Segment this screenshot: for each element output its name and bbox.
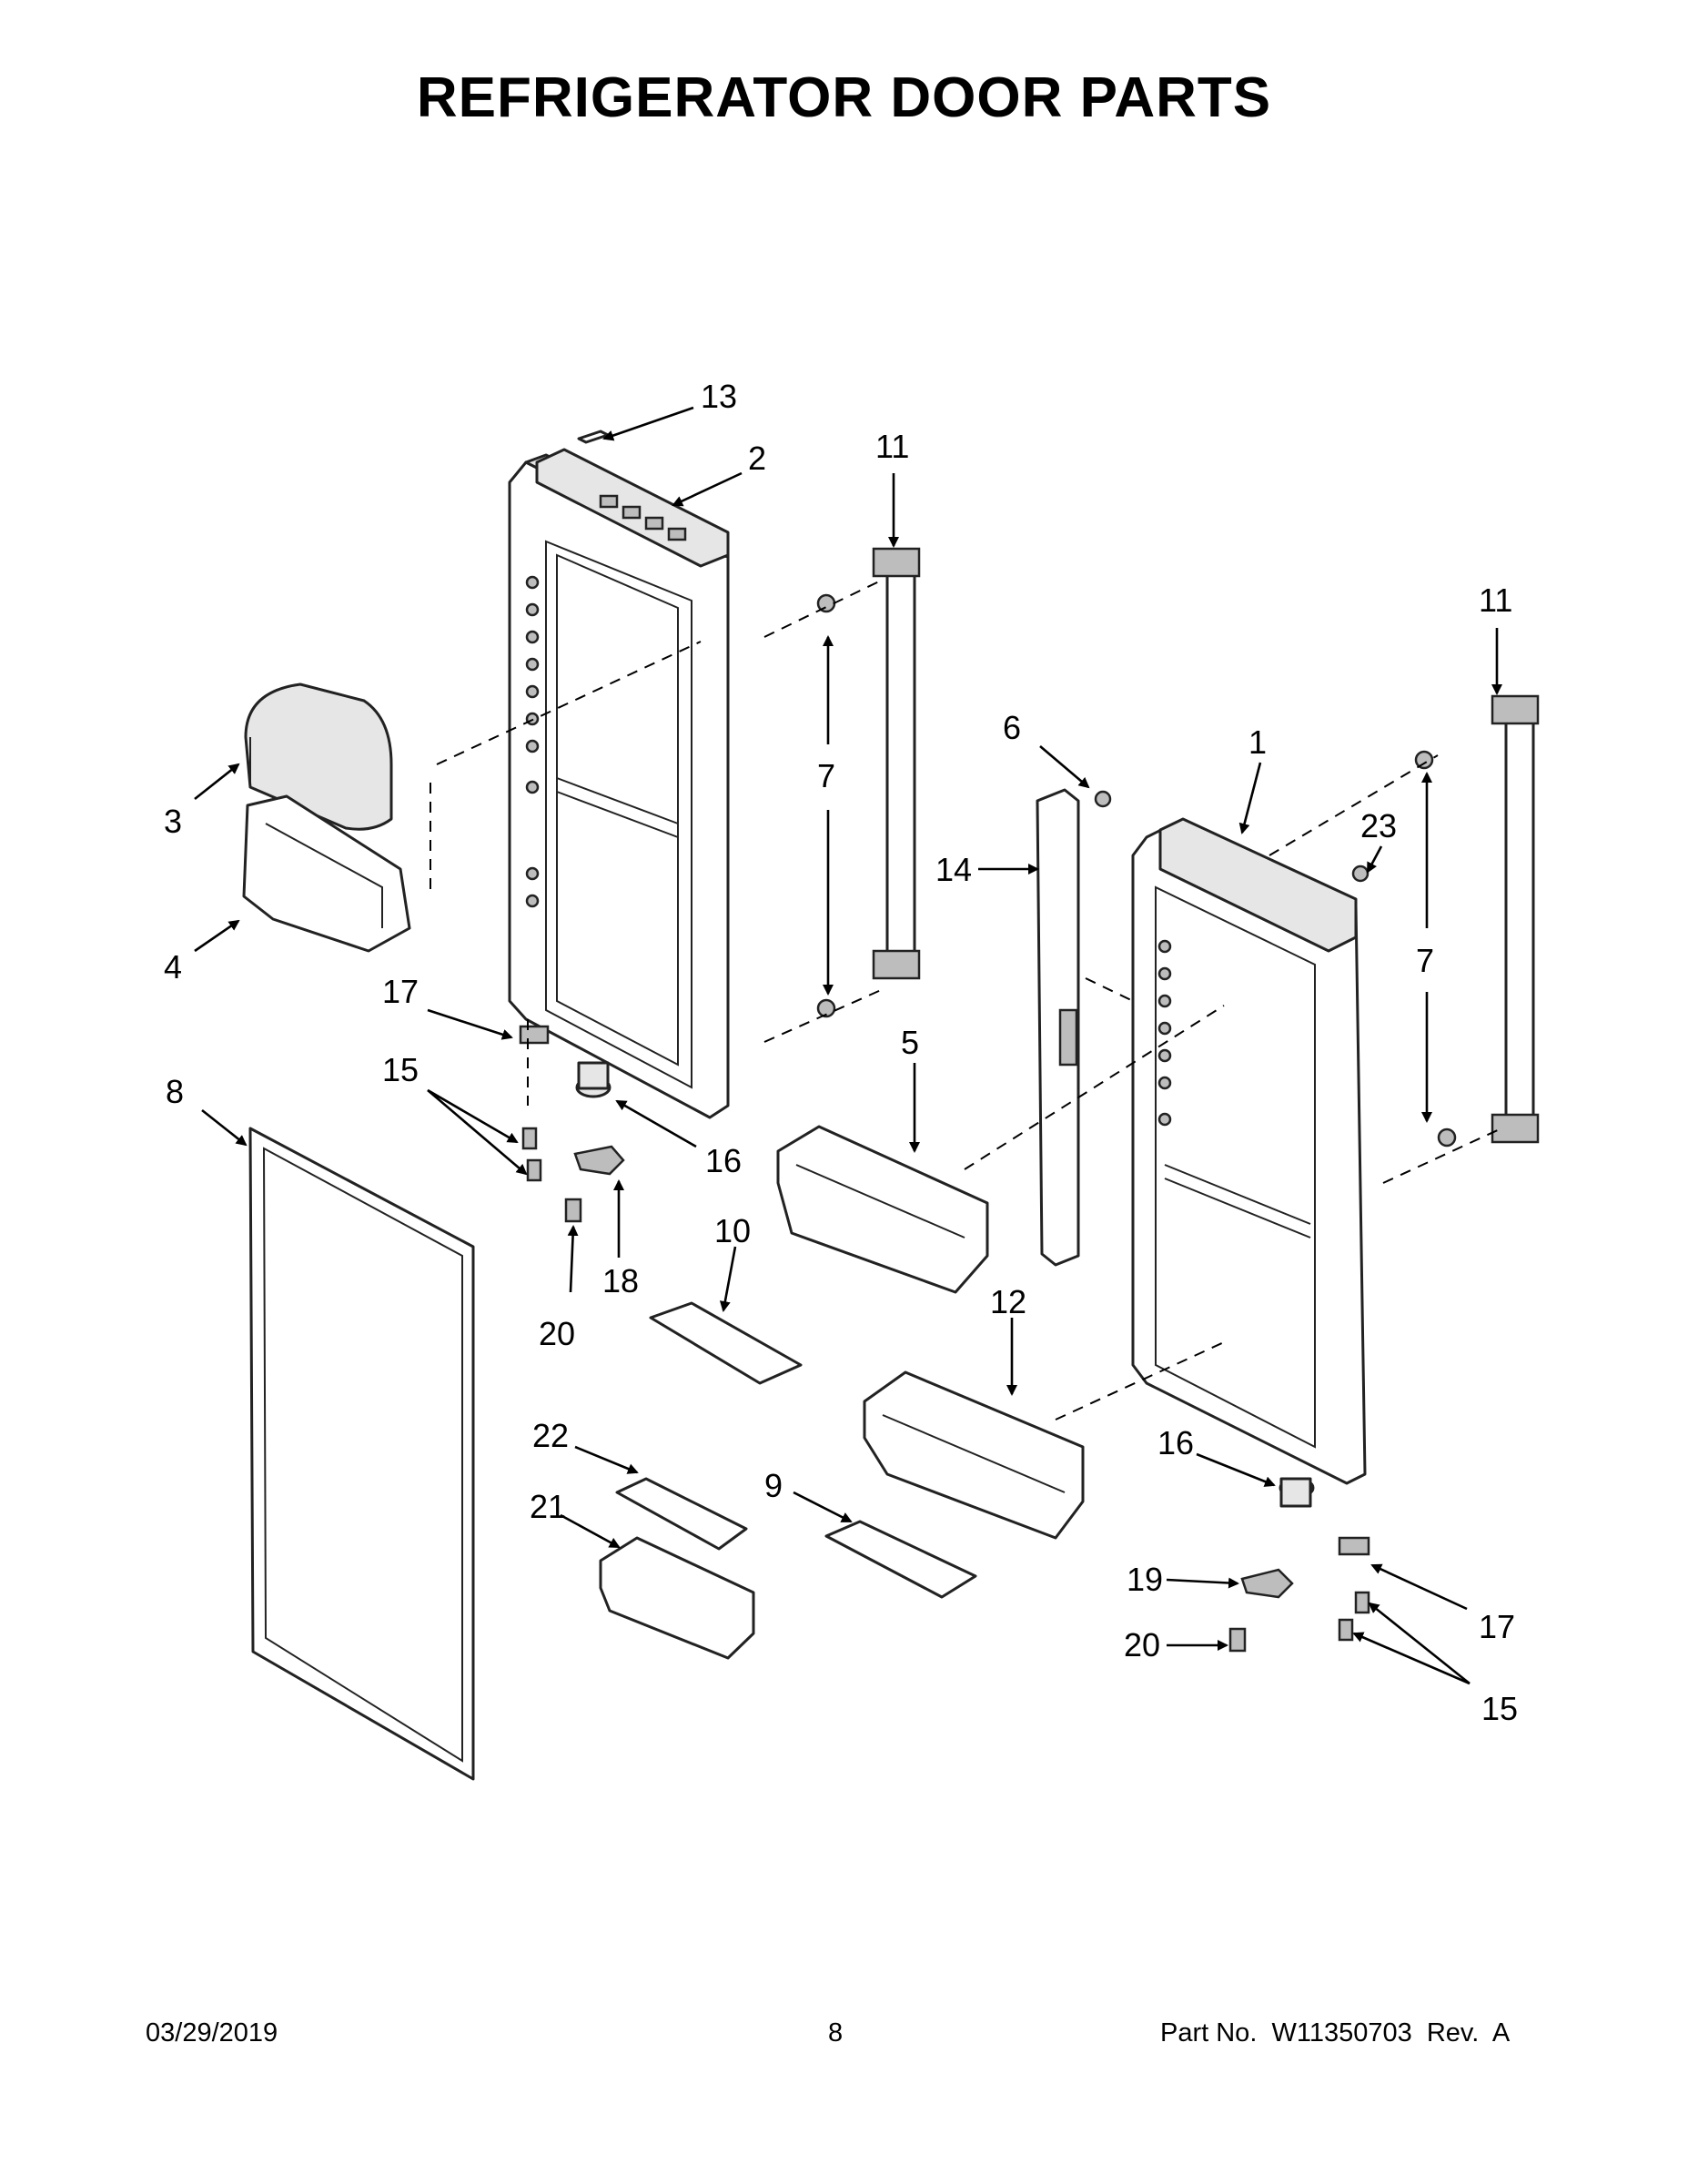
left-hinge-parts [519,1025,625,1223]
shelf-10 [649,1301,803,1385]
callout-16-left: 16 [705,1142,742,1179]
callout-11-left: 11 [875,428,909,465]
callout-16-right: 16 [1157,1424,1194,1461]
callout-5: 5 [901,1024,919,1061]
callout-9: 9 [764,1467,783,1504]
shelf-9 [824,1520,977,1599]
callout-6: 6 [1003,709,1021,746]
label-tag [577,430,610,444]
callout-10: 10 [714,1212,751,1249]
right-door-shelf-pegs [1157,939,1172,1127]
door-bin-5 [776,1125,989,1294]
right-hinge-parts [1228,1477,1370,1653]
ice-bin-cover [244,682,393,831]
left-door-top-cap [535,448,730,568]
callout-20-right: 20 [1124,1626,1160,1663]
page-title: REFRIGERATOR DOOR PARTS [416,66,1272,129]
ice-bin [242,794,411,953]
callout-12: 12 [990,1283,1026,1320]
footer-page-number: 8 [828,2018,844,2048]
callout-18: 18 [602,1262,639,1299]
shelf-22 [615,1477,748,1551]
callout-11-right: 11 [1479,581,1512,619]
callout-2: 2 [748,440,766,477]
door-gasket [248,1127,475,1781]
callout-15-left: 15 [382,1051,419,1088]
footer-date: 03/29/2019 [146,2018,278,2048]
callout-19: 19 [1127,1561,1163,1598]
right-door-handle [1351,694,1540,1148]
leader-arrows [194,406,1502,1685]
callout-1: 1 [1248,723,1267,761]
callout-17-left: 17 [382,973,419,1010]
callout-7-right: 7 [1416,942,1434,979]
left-door-shelf-pegs [525,575,540,908]
callout-labels: 13 2 11 11 6 1 23 3 7 7 14 4 17 15 5 8 1… [164,378,1518,1727]
bin-21 [599,1536,755,1660]
callout-17-right: 17 [1479,1608,1515,1645]
right-door-liner [1131,817,1367,1485]
callout-4: 4 [164,948,182,986]
center-mullion [1036,788,1112,1267]
footer-part-number: Part No. W11350703 Rev. A [1160,2018,1511,2048]
callout-14: 14 [935,851,972,888]
callout-21: 21 [530,1488,566,1525]
callout-8: 8 [166,1073,184,1110]
door-bin-12 [863,1370,1085,1540]
alignment-lines [430,580,1502,1421]
callout-7-left: 7 [817,757,835,794]
callout-15-right: 15 [1481,1690,1518,1727]
callout-13: 13 [701,378,737,415]
callout-3: 3 [164,803,182,840]
left-door-handle [816,547,921,1018]
callout-23: 23 [1360,807,1397,844]
callout-22: 22 [532,1417,569,1454]
callout-20-left: 20 [539,1315,575,1352]
